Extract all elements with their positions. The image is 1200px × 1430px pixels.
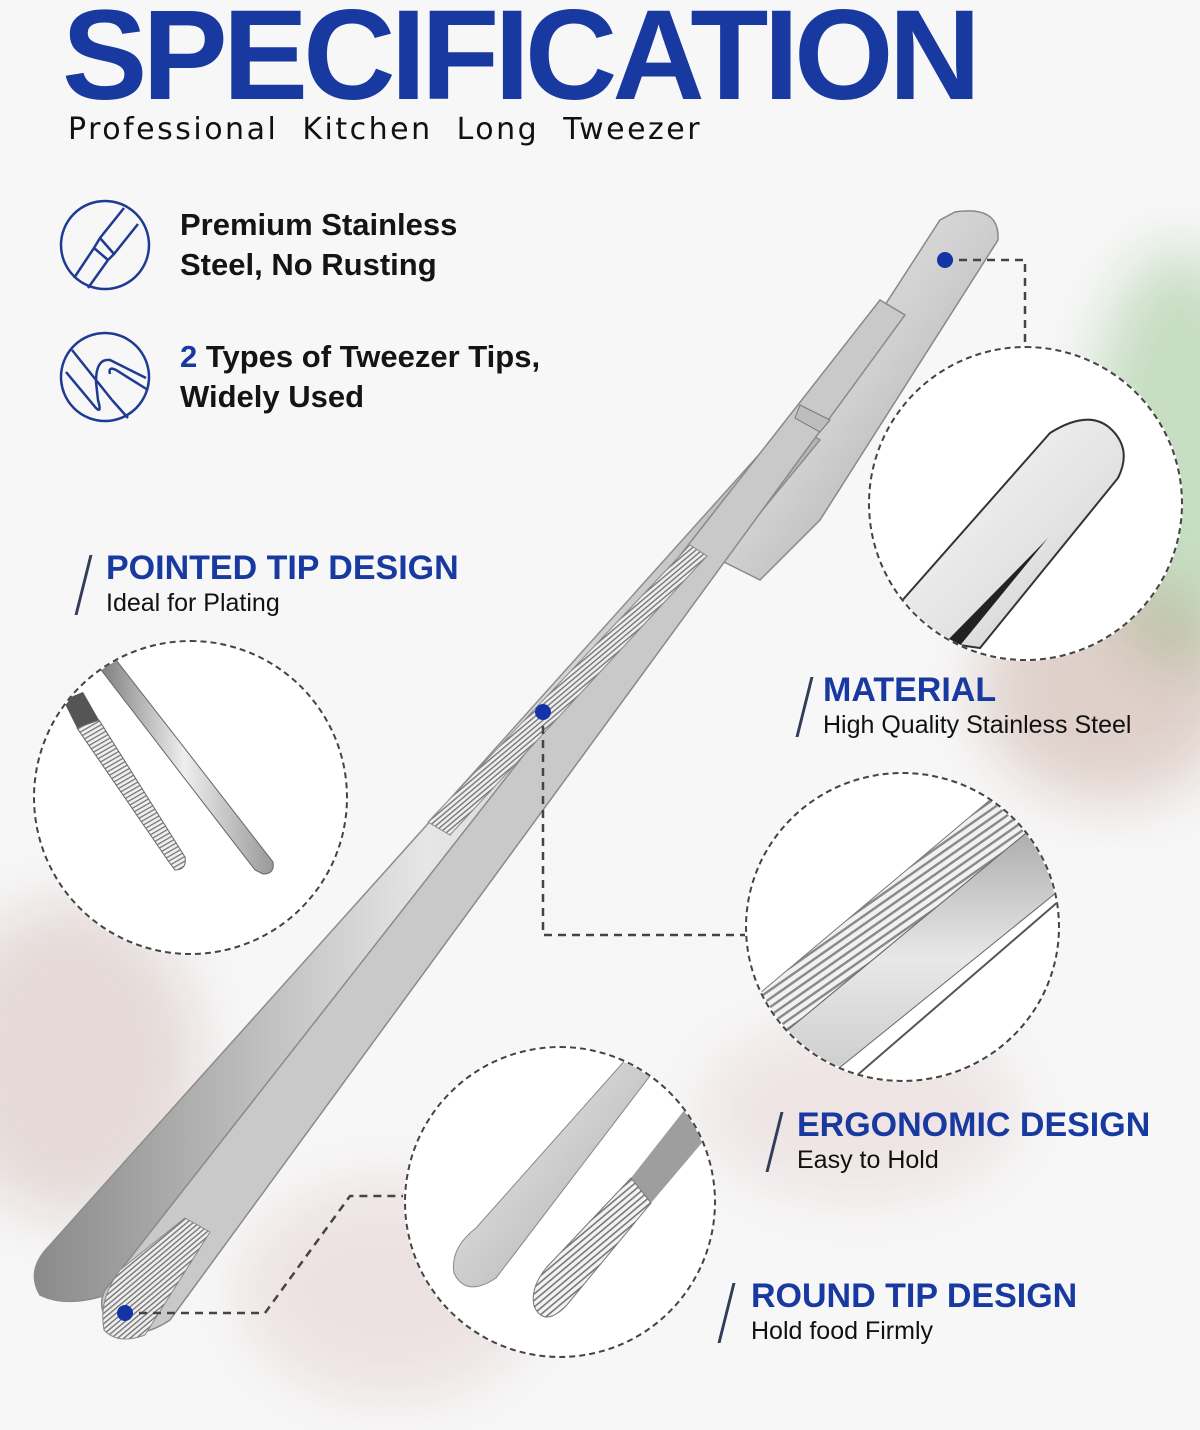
tweezer-tip-icon	[59, 199, 151, 291]
callout-ergonomic: ERGONOMIC DESIGN Easy to Hold	[765, 1106, 1151, 1176]
page-title: SPECIFICATION	[62, 0, 981, 127]
serration-closeup	[747, 793, 1058, 1080]
callout-subtext: High Quality Stainless Steel	[823, 711, 1132, 739]
callout-subtext: Ideal for Plating	[106, 589, 280, 617]
hotspot-dot-round-tip	[117, 1305, 133, 1321]
hotspot-dot-serration	[535, 704, 551, 720]
feature-line: Premium Stainless	[180, 207, 458, 242]
feature-line: Types of Tweezer Tips,	[197, 339, 541, 374]
tip-count: 2	[180, 339, 198, 374]
pointed-tip-closeup	[63, 655, 274, 875]
tweezer-types-icon	[59, 331, 151, 423]
callout-material: MATERIAL High Quality Stainless Steel	[795, 671, 1132, 741]
callout-subtext: Hold food Firmly	[751, 1317, 933, 1345]
feature-tip-types: 2 Types of Tweezer Tips, Widely Used	[58, 330, 540, 424]
feature-stainless-steel: Premium Stainless Steel, No Rusting	[58, 198, 457, 292]
page-subtitle: Professional Kitchen Long Tweezer	[68, 112, 703, 147]
detail-circle-top-tip	[868, 346, 1183, 661]
detail-circle-serration	[745, 772, 1060, 1082]
callout-heading: ERGONOMIC DESIGN	[797, 1106, 1151, 1144]
callout-heading: POINTED TIP DESIGN	[106, 549, 459, 587]
callout-round-tip: ROUND TIP DESIGN Hold food Firmly	[717, 1277, 1078, 1347]
detail-circle-pointed-tip	[33, 640, 348, 955]
callout-heading: MATERIAL	[823, 671, 997, 709]
round-tip-closeup	[452, 1048, 706, 1318]
callout-heading: ROUND TIP DESIGN	[751, 1277, 1078, 1315]
callout-pointed-tip: POINTED TIP DESIGN Ideal for Plating	[74, 549, 459, 619]
top-tip-closeup	[898, 418, 1125, 650]
callout-subtext: Easy to Hold	[797, 1146, 939, 1174]
feature-line: Steel, No Rusting	[180, 247, 437, 282]
detail-circle-round-tip	[404, 1046, 716, 1358]
feature-line: Widely Used	[180, 379, 365, 414]
hotspot-dot-top-tip	[937, 252, 953, 268]
